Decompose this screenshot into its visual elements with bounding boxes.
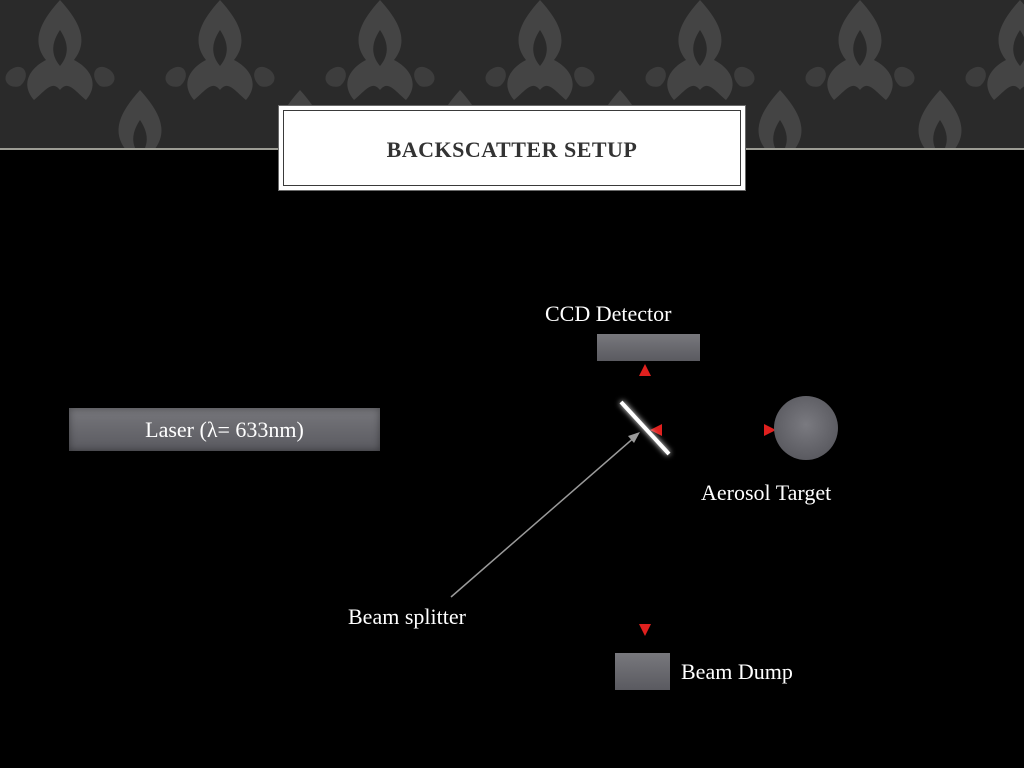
title-box: BACKSCATTER SETUP xyxy=(278,105,746,191)
beam-dump-component xyxy=(615,653,670,690)
aerosol-target-icon xyxy=(774,396,838,460)
slide-title: BACKSCATTER SETUP xyxy=(386,137,638,162)
splitter-pointer-arrow-icon xyxy=(628,432,640,443)
arrow-to-ccd-icon xyxy=(639,364,651,376)
ccd-detector-component xyxy=(597,334,700,361)
aerosol-target-label: Aerosol Target xyxy=(701,480,832,505)
arrow-back-to-splitter-icon xyxy=(650,424,662,436)
beam-splitter-label: Beam splitter xyxy=(348,604,466,629)
splitter-pointer-line xyxy=(450,435,637,598)
beam-splitter-icon xyxy=(619,400,671,456)
arrow-to-dump-icon xyxy=(639,624,651,636)
arrow-to-target-icon xyxy=(764,424,776,436)
title-box-inner-border xyxy=(283,110,741,186)
ccd-detector-label: CCD Detector xyxy=(545,301,672,326)
laser-component: Laser (λ= 633nm) xyxy=(69,408,380,451)
beam-dump-label: Beam Dump xyxy=(681,659,793,684)
laser-label: Laser (λ= 633nm) xyxy=(145,417,304,442)
